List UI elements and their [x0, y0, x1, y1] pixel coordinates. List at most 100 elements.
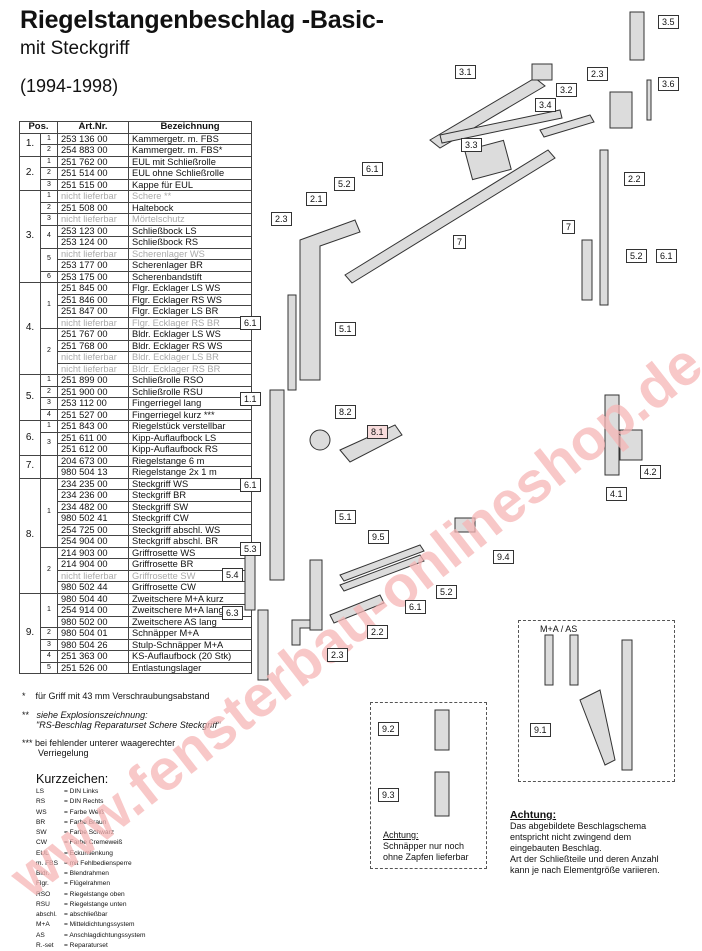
legend-key: RSU: [36, 900, 50, 908]
legend-value: = Riegelstange unten: [64, 900, 127, 908]
part-3-1-shape: [429, 77, 546, 149]
part-9-5-shape: [339, 544, 425, 582]
label-8-1: 8.1: [367, 425, 388, 439]
footnote-3-mark: ***: [22, 738, 33, 748]
cell-bezeichnung: Schließbock RS: [128, 236, 252, 249]
label-3-2: 3.2: [556, 83, 577, 97]
cell-bezeichnung: Zweitschere AS lang: [128, 615, 252, 628]
cell-art-nr: 980 504 01: [57, 627, 129, 640]
cell-art-nr: 980 504 40: [57, 592, 129, 605]
legend-value: = Anschlagdichtungssystem: [64, 931, 146, 939]
label-3-6: 3.6: [658, 77, 679, 91]
legend-key: M+A: [36, 921, 50, 929]
note-general-title: Achtung:: [510, 809, 557, 821]
cell-art-nr: 251 363 00: [57, 650, 129, 663]
legend-item: m. FBS= mit Fehlbediensperre: [36, 859, 146, 869]
part-7-rod-shape: [344, 149, 556, 284]
part-8-2-shape: [309, 429, 331, 451]
cell-bezeichnung: Stulp-Schnäpper M+A: [128, 638, 252, 651]
note-general-line1: Das abgebildete Beschlagschema: [510, 821, 647, 831]
label-4-2: 4.2: [640, 465, 661, 479]
cell-bezeichnung: Schnäpper M+A: [128, 627, 252, 640]
legend-value: = DIN Rechts: [64, 798, 104, 806]
footnote-3: *** bei fehlender unterer waagerechter V…: [22, 738, 175, 758]
cell-bezeichnung: Kappe für EUL: [128, 178, 252, 191]
cell-bezeichnung: Entlastungslager: [128, 661, 252, 674]
legend-item: RS = DIN Rechts: [36, 797, 146, 807]
legend-value: = Flügelrahmen: [64, 880, 110, 888]
box-9-2-9-3: [370, 702, 487, 869]
label-6-1-a: 6.1: [362, 162, 383, 176]
cell-art-nr: nicht lieferbar: [57, 190, 129, 203]
part-vertical-rod-shape: [287, 294, 297, 391]
label-3-3: 3.3: [461, 138, 482, 152]
legend-value: = Farbe Weiß: [64, 808, 105, 816]
label-6-1-e: 6.1: [405, 600, 426, 614]
part-9-4-shape: [454, 517, 476, 533]
part-lower-bar-shape: [339, 554, 425, 592]
legend-value: = DIN Links: [64, 788, 99, 795]
label-8-2: 8.2: [335, 405, 356, 419]
note-snapper-line1: Schnäpper nur noch: [383, 841, 465, 851]
note-general-line3: eingebauten Beschlag.: [510, 843, 602, 853]
footnote-2-line1: siehe Explosionszeichnung:: [36, 710, 148, 720]
cell-art-nr: 251 514 00: [57, 167, 129, 180]
label-5-1-b: 5.1: [335, 510, 356, 524]
cell-art-nr: 980 502 41: [57, 512, 129, 525]
part-9-1-arm-shape: [579, 689, 616, 766]
cell-bezeichnung: Schere **: [128, 190, 252, 203]
legend-item: RSO= Riegelstange oben: [36, 890, 146, 900]
note-snapper: Achtung: Schnäpper nur noch ohne Zapfen …: [383, 830, 469, 863]
label-2-3-low: 2.3: [327, 648, 348, 662]
cell-bezeichnung: Haltebock: [128, 201, 252, 214]
cell-bezeichnung: Mörtelschutz: [128, 213, 252, 226]
cell-bezeichnung: Schließbock LS: [128, 224, 252, 237]
label-3-1: 3.1: [455, 65, 476, 79]
label-1-1: 1.1: [240, 392, 261, 406]
cell-art-nr: 253 123 00: [57, 224, 129, 237]
note-general-line2: entspricht nicht zwingend dem: [510, 832, 632, 842]
legend-value: = Eckumlenkung: [64, 849, 113, 857]
part-9-1-bar-shape: [621, 639, 633, 771]
label-5-2-a: 5.2: [334, 177, 355, 191]
legend-item: WS= Farbe Weiß: [36, 808, 146, 818]
box-9-1: [518, 620, 675, 782]
label-5-4: 5.4: [222, 568, 243, 582]
label-2-3-mid: 2.3: [271, 212, 292, 226]
part-9-1-mid-shape: [569, 634, 579, 686]
label-7-b: 7: [562, 220, 576, 234]
cell-bezeichnung: Kammergetr. m. FBS*: [128, 144, 252, 157]
legend-key: SW: [36, 829, 47, 836]
footnote-2-line2: "RS-Beschlag Reparaturset Schere Steckgr…: [36, 720, 221, 730]
part-4-1-shape: [604, 394, 620, 476]
legend-item: EUL= Eckumlenkung: [36, 849, 146, 859]
legend-item: BR= Farbe Braun: [36, 818, 146, 828]
part-2-3-top-shape: [609, 91, 633, 129]
part-3-6-shape: [646, 79, 652, 121]
legend-key: RS: [36, 798, 46, 806]
cell-art-nr: 253 124 00: [57, 236, 129, 249]
cell-bezeichnung: Kammergetr. m. FBS: [128, 132, 252, 145]
note-general-line4: Art der Schließteile und deren Anzahl: [510, 854, 659, 864]
legend-item: M+A= Mitteldichtungssystem: [36, 920, 146, 930]
legend-value: = Farbe Braun: [64, 818, 107, 826]
footnote-1-mark: *: [22, 691, 26, 701]
part-3-4-shape: [539, 114, 595, 138]
label-3-5: 3.5: [658, 15, 679, 29]
